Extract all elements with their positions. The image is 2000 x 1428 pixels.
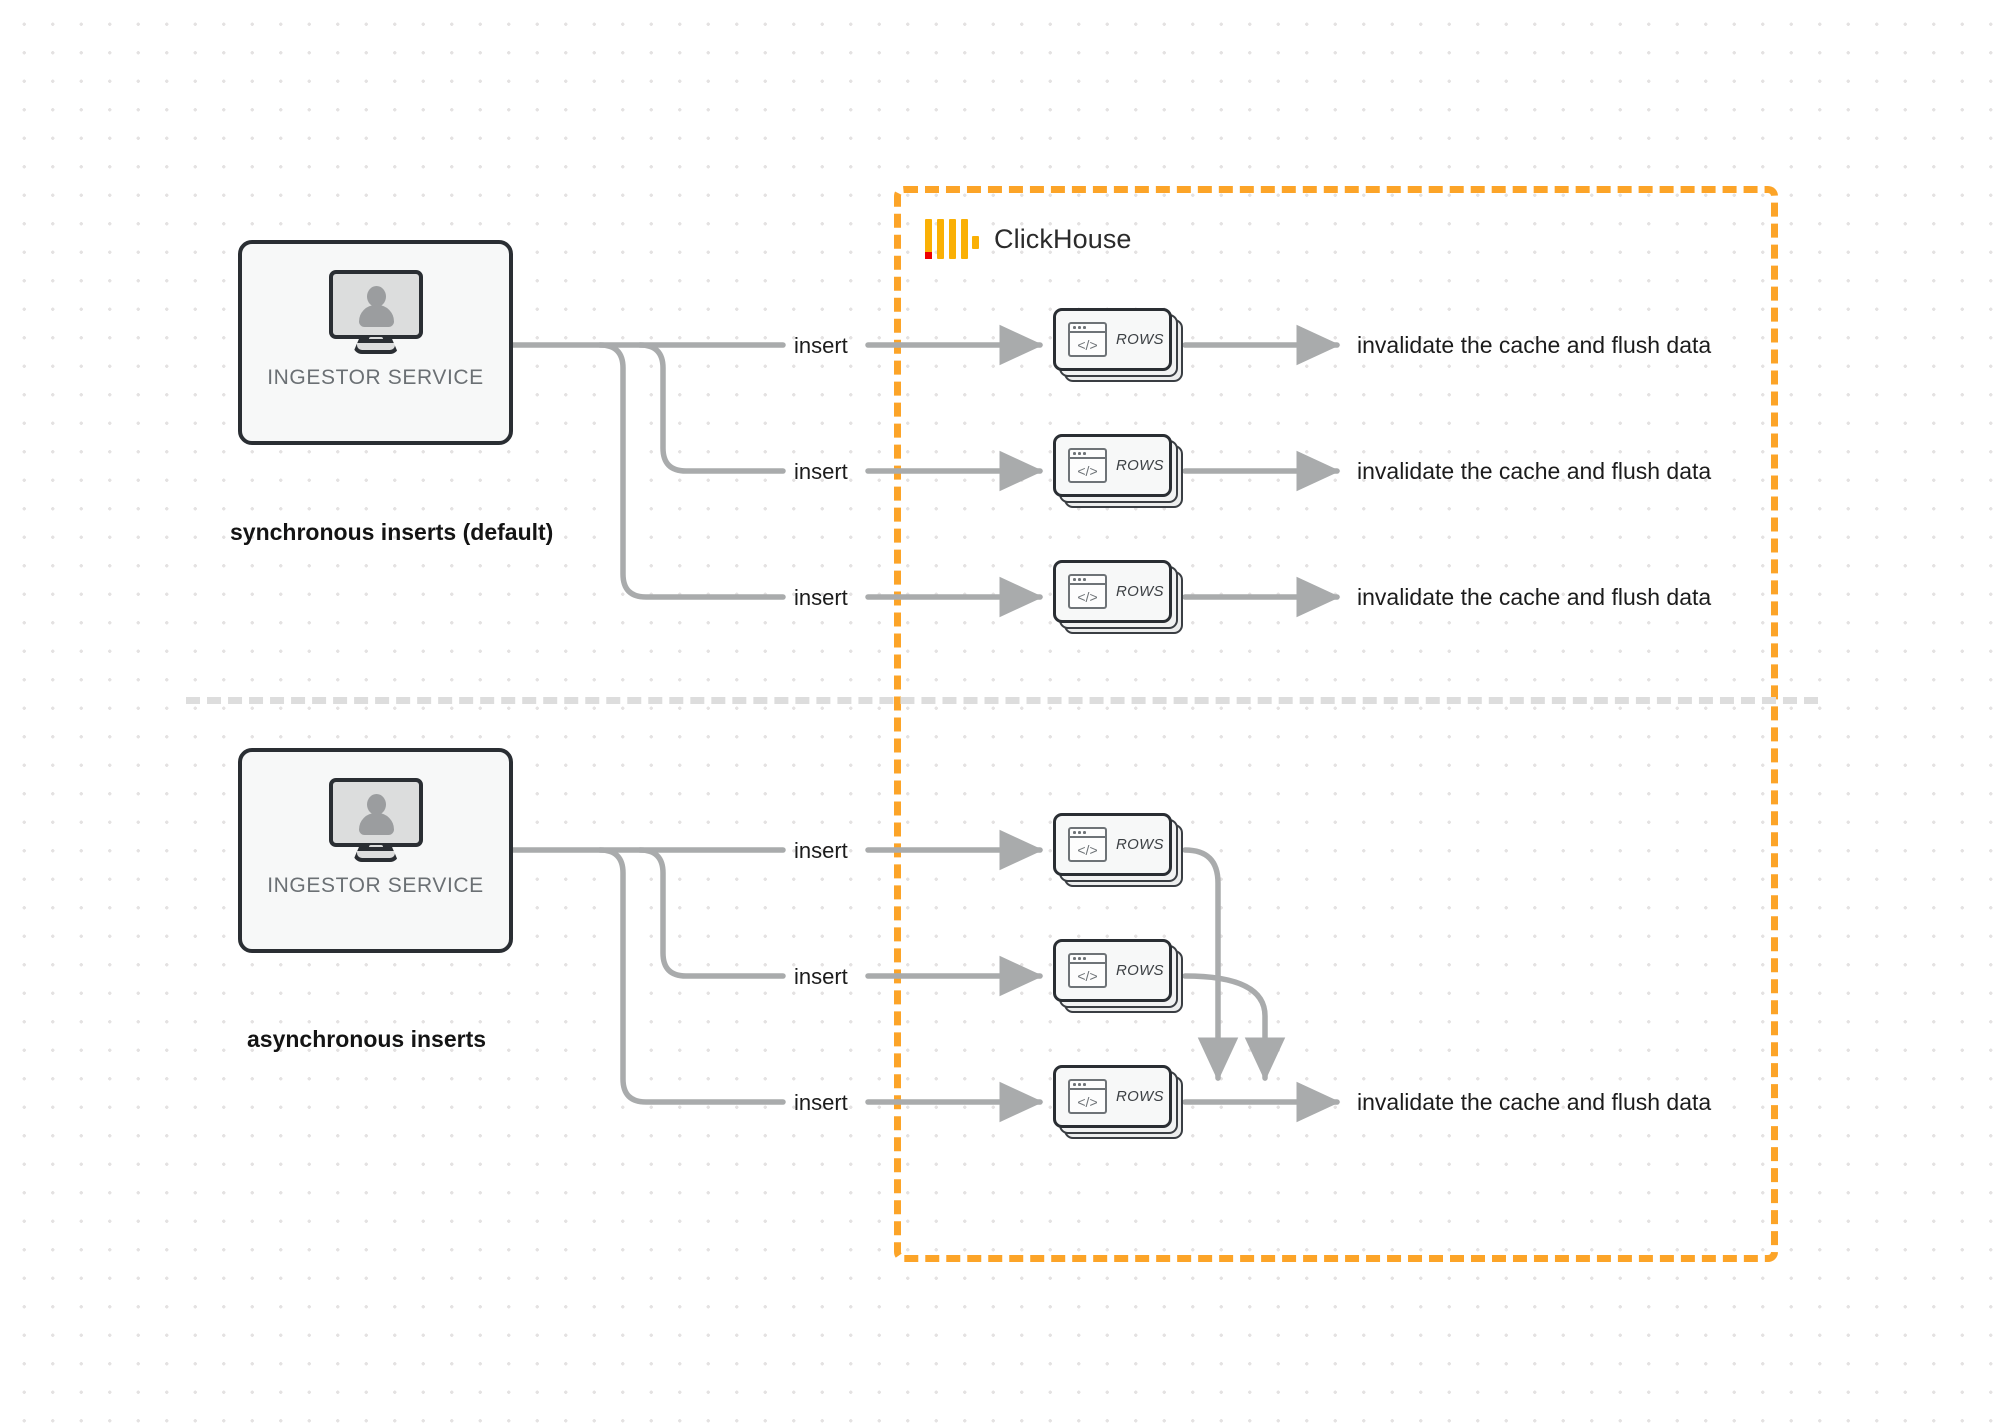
rows-node-sync-3[interactable]: </> ROWS [1053, 560, 1183, 634]
code-window-icon: </> [1068, 322, 1107, 357]
code-window-icon: </> [1068, 448, 1107, 483]
outcome-label-sync-2: invalidate the cache and flush data [1357, 458, 1712, 484]
clickhouse-wordmark: ClickHouse [994, 223, 1132, 254]
edge-label-async-insert-2: insert [794, 964, 848, 989]
monitor-user-icon [328, 270, 423, 354]
rows-node-label: ROWS [1116, 1088, 1164, 1105]
code-window-icon: </> [1068, 827, 1107, 862]
rows-node-async-1[interactable]: </> ROWS [1053, 813, 1183, 887]
edge-label-async-insert-1: insert [794, 838, 848, 863]
edge-label-sync-insert-2: insert [794, 459, 848, 484]
clickhouse-logo-icon [925, 219, 979, 259]
clickhouse-boundary [894, 186, 1778, 1262]
wire-sync-branch-row3 [597, 342, 786, 600]
rows-node-async-3[interactable]: </> ROWS [1053, 1065, 1183, 1139]
wire-async-branch-row3 [597, 847, 786, 1105]
section-label-sync: synchronous inserts (default) [230, 519, 554, 545]
rows-node-label: ROWS [1116, 836, 1164, 853]
section-label-async: asynchronous inserts [247, 1026, 487, 1052]
edge-label-async-insert-3: insert [794, 1090, 848, 1115]
code-window-icon: </> [1068, 574, 1107, 609]
rows-node-label: ROWS [1116, 583, 1164, 600]
code-window-icon: </> [1068, 1079, 1107, 1114]
rows-node-label: ROWS [1116, 331, 1164, 348]
monitor-user-icon [328, 778, 423, 862]
section-divider [186, 697, 1818, 704]
edge-label-sync-insert-1: insert [794, 333, 848, 358]
wire-async-branch-row2 [637, 847, 786, 979]
rows-node-label: ROWS [1116, 457, 1164, 474]
rows-node-label: ROWS [1116, 962, 1164, 979]
ingestor-service-async-label: INGESTOR SERVICE [267, 874, 484, 897]
edge-label-sync-insert-3: insert [794, 585, 848, 610]
outcome-label-sync-1: invalidate the cache and flush data [1357, 332, 1712, 358]
ingestor-service-sync[interactable]: INGESTOR SERVICE [238, 240, 513, 445]
outcome-label-async-merged: invalidate the cache and flush data [1357, 1089, 1712, 1115]
rows-node-sync-2[interactable]: </> ROWS [1053, 434, 1183, 508]
outcome-label-sync-3: invalidate the cache and flush data [1357, 584, 1712, 610]
ingestor-service-async[interactable]: INGESTOR SERVICE [238, 748, 513, 953]
clickhouse-brand: ClickHouse [925, 219, 1132, 259]
wire-sync-branch-row2 [637, 342, 786, 474]
code-window-icon: </> [1068, 953, 1107, 988]
rows-node-sync-1[interactable]: </> ROWS [1053, 308, 1183, 382]
ingestor-service-sync-label: INGESTOR SERVICE [267, 366, 484, 389]
rows-node-async-2[interactable]: </> ROWS [1053, 939, 1183, 1013]
